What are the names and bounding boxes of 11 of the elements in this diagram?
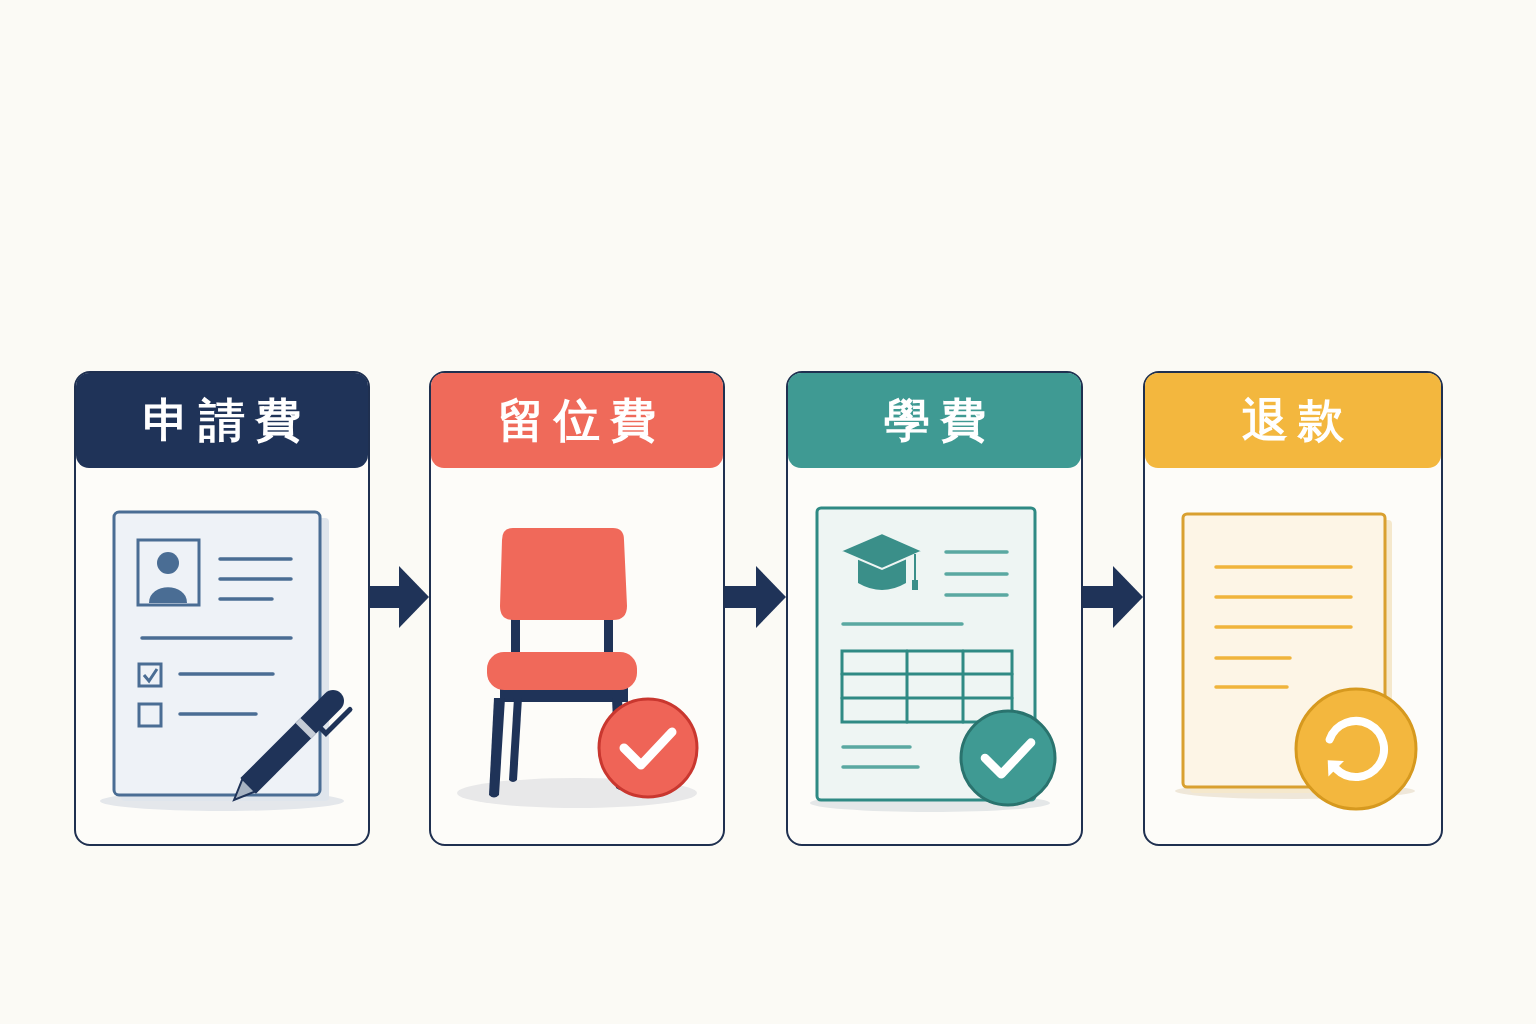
step-card: [429, 371, 725, 846]
step-heading: 申請費: [76, 373, 368, 468]
arrow: [1083, 566, 1143, 628]
step-heading: 留位費: [431, 373, 723, 468]
step-card: [1143, 371, 1443, 846]
step-card: [786, 371, 1083, 846]
step-heading: 退款: [1145, 373, 1441, 468]
step-card: [74, 371, 370, 846]
arrow: [370, 566, 429, 628]
step-heading: 學費: [788, 373, 1081, 468]
arrow: [725, 566, 786, 628]
